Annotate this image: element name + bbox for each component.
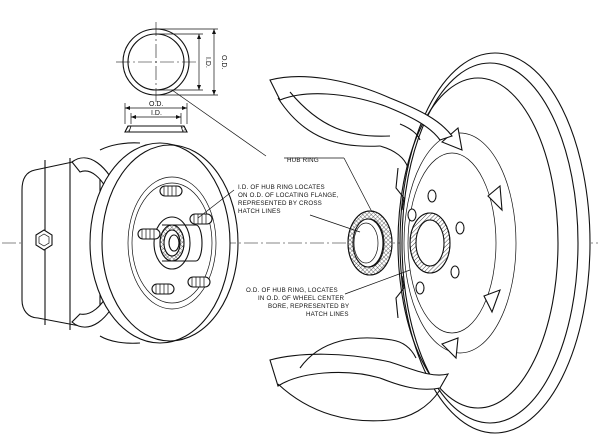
wheel-stud: [159, 185, 183, 197]
od-note-line-1: O.D. OF HUB RING, LOCATES: [246, 287, 338, 294]
od-callout-note: O.D. OF HUB RING, LOCATES IN O.D. OF WHE…: [246, 287, 349, 318]
hub-ring-part: [347, 210, 393, 276]
hub-ring-label: HUB RING: [287, 157, 319, 164]
wheel: [269, 52, 591, 434]
id-note-line-4: HATCH LINES: [238, 208, 281, 215]
hub-ring-top-view: [116, 22, 218, 102]
id-callout-note: I.D. OF HUB RING LOCATES ON O.D. OF LOCA…: [238, 184, 339, 215]
id-note-line-3: REPRESENTED BY CROSS: [238, 200, 322, 207]
id-note-line-1: I.D. OF HUB RING LOCATES: [238, 184, 325, 191]
hub-ring-section-view: [124, 103, 188, 133]
id-dim-label-vertical: I.D.: [204, 57, 211, 68]
od-note-line-2: IN O.D. OF WHEEL CENTER: [258, 295, 345, 302]
od-note-line-3: BORE, REPRESENTED BY: [268, 303, 349, 310]
wheel-stud: [151, 283, 175, 295]
wheel-stud: [189, 213, 213, 225]
wheel-stud: [187, 276, 211, 288]
id-note-line-2: ON O.D. OF LOCATING FLANGE,: [238, 192, 339, 199]
od-dim-label-vertical: O.D.: [220, 55, 227, 69]
wheel-stud: [137, 228, 161, 240]
wheel-studs: [137, 185, 213, 295]
leader-lines: [171, 89, 411, 295]
id-dim-label-horizontal: I.D.: [151, 110, 162, 117]
od-note-line-4: HATCH LINES: [306, 311, 349, 318]
hub-assembly: [153, 216, 203, 270]
od-dim-label-horizontal: O.D.: [149, 101, 163, 108]
